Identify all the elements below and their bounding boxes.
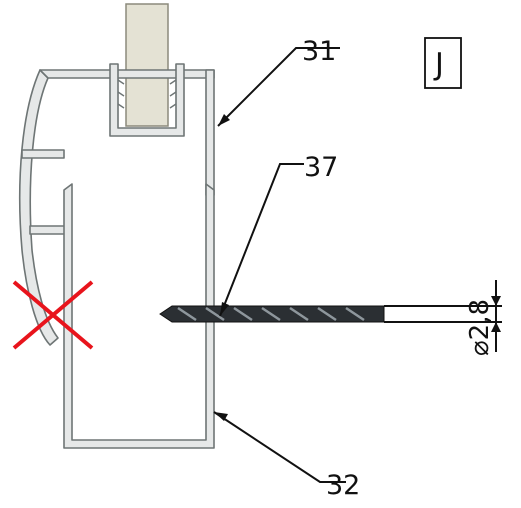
red-cross-icon	[12, 280, 94, 350]
glass-panel	[125, 3, 169, 127]
callout-31: 31	[302, 36, 336, 67]
callout-32: 32	[326, 470, 360, 501]
view-label: J	[433, 47, 444, 82]
callout-37: 37	[304, 152, 338, 183]
frame-profile-lower	[63, 183, 215, 449]
drill-bit	[159, 305, 440, 323]
leader-lines	[213, 47, 346, 483]
frame-profile-upper	[39, 63, 215, 196]
dimension-arrows	[440, 280, 502, 352]
side-rail	[18, 69, 67, 346]
dimension-label: ⌀2,8	[465, 299, 495, 356]
view-label-box: J	[424, 37, 462, 89]
